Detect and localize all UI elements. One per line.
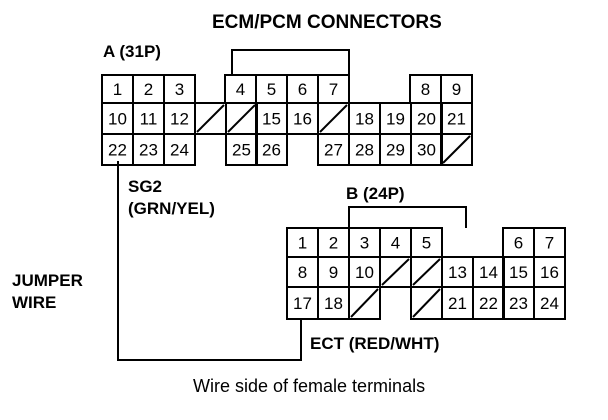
pin-label: 3 [360,234,369,253]
pin-label: 16 [540,263,559,282]
pin-label: 6 [514,234,523,253]
pin-label: 23 [509,294,528,313]
pin-label: 21 [448,294,467,313]
pin-label: 18 [355,110,374,129]
pin-label: 25 [232,141,251,160]
pin-label: 4 [236,80,245,99]
pin-label: 22 [479,294,498,313]
sg2-label: SG2 [128,177,162,196]
caption: Wire side of female terminals [193,376,425,396]
pin-label: 28 [355,141,374,160]
pin-label: 15 [262,110,281,129]
pin-label: 3 [175,80,184,99]
blank-terminal-slash [350,288,379,318]
pin-label: 12 [170,110,189,129]
pin-label: 6 [298,80,307,99]
pin-cell [163,133,196,166]
pin-label: 5 [422,234,431,253]
pin-label: 21 [447,110,466,129]
pin-label: 20 [417,110,436,129]
blank-terminal-slash [227,104,256,133]
connector-a-label: A (31P) [103,42,161,61]
pin-label: 24 [170,141,189,160]
pin-label: 22 [108,141,127,160]
pin-label: 18 [324,294,343,313]
pin-label: 11 [140,110,158,129]
pin-label: 2 [144,80,153,99]
pin-label: 24 [540,294,559,313]
pin-label: 29 [386,141,405,160]
blank-terminal-slash [442,135,471,164]
pin-label: 13 [448,263,467,282]
jumper-wire [117,161,302,361]
pin-cell [440,133,473,166]
pin-label: 8 [421,80,430,99]
pin-label: 5 [267,80,276,99]
pin-cell [348,286,381,320]
pin-label: 27 [324,141,343,160]
diagram-title: ECM/PCM CONNECTORS [212,12,442,33]
pin-label: 1 [113,80,122,99]
blank-terminal-slash [412,258,441,286]
pin-label: 26 [262,141,281,160]
pin-label: 9 [329,263,338,282]
pin-label: 10 [108,110,127,129]
pin-label: 19 [386,110,405,129]
connector-b-lock-tab [348,206,467,228]
connector-a-lock-tab [231,49,350,75]
pin-label: 10 [355,263,374,282]
pin-cell [255,133,288,166]
pin-label: 14 [479,263,498,282]
blank-terminal-slash [381,258,410,286]
pin-label: 7 [329,80,338,99]
jumper-label-line-1: JUMPER [12,271,83,290]
pin-cell [533,286,566,320]
pin-label: 1 [298,234,307,253]
pin-label: 17 [293,294,312,313]
pin-label: 8 [298,263,307,282]
pin-label: 30 [417,141,436,160]
pin-label: 23 [139,141,158,160]
blank-terminal-slash [319,104,348,133]
blank-terminal-slash [412,288,441,318]
pin-label: 2 [329,234,338,253]
pin-label: 16 [293,110,312,129]
blank-terminal-slash [196,104,225,133]
pin-label: 7 [545,234,554,253]
connector-b-label: B (24P) [346,184,405,203]
pin-label: 9 [452,80,461,99]
ect-label: ECT (RED/WHT) [310,334,439,353]
pin-label: 15 [509,263,528,282]
jumper-label-line-2: WIRE [12,293,56,312]
sg2-color-label: (GRN/YEL) [128,199,215,218]
pin-label: 4 [391,234,400,253]
